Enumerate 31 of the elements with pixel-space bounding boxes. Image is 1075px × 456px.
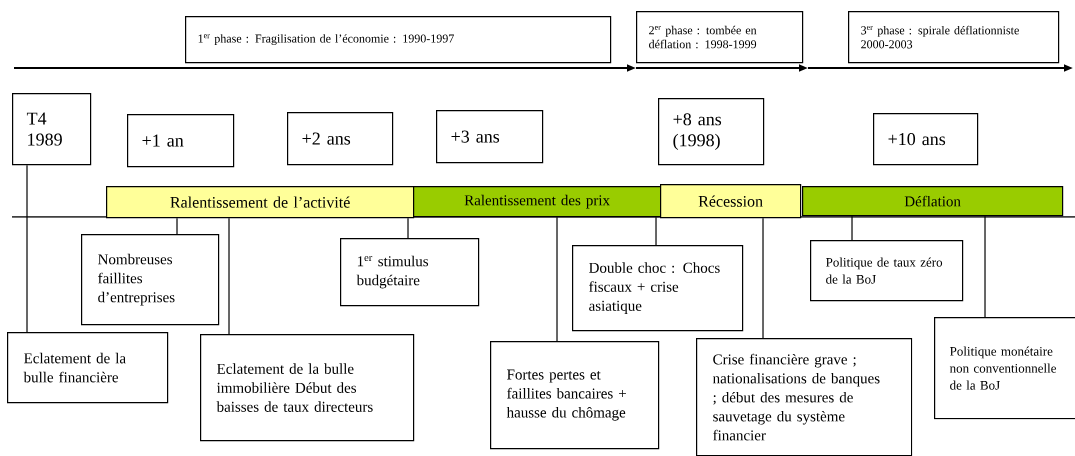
event-box: Crise financière grave ; nationalisations de banques ; début des mesures de sauvetage du système financier <box>696 338 913 456</box>
time-box: +2 ans <box>287 112 394 166</box>
connector-line <box>984 215 986 318</box>
phase-box: 3$^{er}$ phase : spirale déflationniste 2000-2003 <box>848 11 1060 64</box>
connector-line <box>851 215 853 241</box>
event-box: Eclatement de la bulle immobilière Début des baisses de taux directeurs <box>200 334 415 442</box>
connector-line <box>407 217 409 239</box>
event-box: Politique de taux zéro de la BoJ <box>810 240 964 302</box>
time-box: T4 1989 <box>12 93 92 166</box>
event-box: Double choc : Chocs fiscaux + crise asiatique <box>572 245 744 332</box>
time-box: +3 ans <box>436 110 544 164</box>
time-box: +1 an <box>127 114 235 168</box>
period-bar: Ralentissement de l’activité <box>106 186 415 219</box>
connector-line <box>26 164 28 333</box>
connector-line <box>762 217 764 339</box>
period-bar: Ralentissement des prix <box>413 186 662 218</box>
time-box: +10 ans <box>873 113 979 166</box>
event-box: Nombreuses faillites d’entreprises <box>81 234 220 326</box>
phase-box: 2$^{er}$ phase : tombée en déflation : 1998-1999 <box>636 11 804 64</box>
time-box: +8 ans (1998) <box>658 98 765 166</box>
period-bar: Récession <box>660 184 802 219</box>
connector-line <box>228 217 230 335</box>
connector-line <box>655 216 657 246</box>
event-box: Eclatement de la bulle financière <box>7 332 169 404</box>
event-box: Fortes pertes et faillites bancaires + hausse du chômage <box>490 341 660 450</box>
connector-line <box>176 217 178 235</box>
connector-line <box>556 216 558 342</box>
event-box: 1$^{er}$ stimulus budgétaire <box>340 238 480 307</box>
period-bar: Déflation <box>802 186 1064 217</box>
phase-box: 1$^{er}$ phase : Fragilisation de l’économie : 1990-1997 <box>185 16 612 64</box>
event-box: Politique monétaire non conventionnelle de la BoJ <box>934 317 1075 420</box>
